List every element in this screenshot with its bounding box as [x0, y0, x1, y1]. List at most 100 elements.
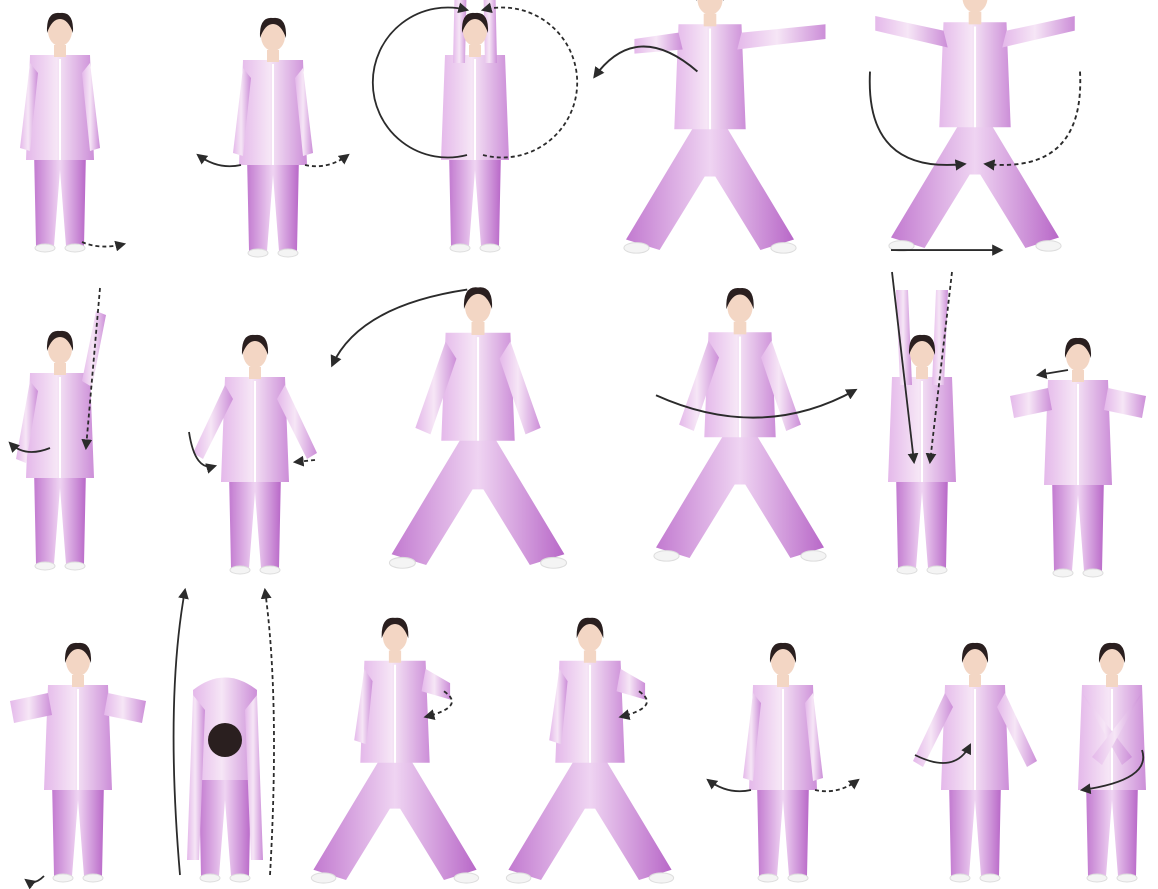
- arm-left-shape: [634, 33, 682, 54]
- neck-shape: [267, 50, 279, 62]
- neck-shape: [472, 322, 485, 335]
- pants-wide-shape: [626, 124, 794, 250]
- face-shape: [697, 0, 722, 15]
- pants-shape: [1052, 475, 1104, 571]
- shoe-right-shape: [788, 874, 808, 882]
- neck-shape: [969, 675, 981, 687]
- motion-arrow-r2-6-1: [1038, 370, 1068, 375]
- head-down-shape: [208, 723, 242, 757]
- pose-figure-r3-3: [311, 618, 478, 883]
- pants-shape: [34, 468, 86, 564]
- shoe-right-shape: [980, 874, 1000, 882]
- shoe-left-shape: [506, 873, 530, 883]
- pose-figure-r1-5: [870, 0, 1081, 251]
- shoe-left-shape: [654, 551, 679, 562]
- pants-shape: [247, 155, 299, 251]
- shoe-left-shape: [230, 566, 250, 574]
- pants-shape: [52, 780, 104, 876]
- shoe-left-shape: [1087, 874, 1107, 882]
- pants-shape: [949, 780, 1001, 876]
- neck-shape: [1106, 675, 1118, 687]
- motion-arrow-r3-5-1: [708, 780, 751, 791]
- arm-right-shape: [1104, 388, 1146, 418]
- arm-right-shape: [1002, 16, 1074, 47]
- pants-shape: [34, 150, 86, 246]
- shoe-right-shape: [65, 244, 85, 252]
- pants-wide-shape: [656, 432, 824, 558]
- neck-shape: [734, 322, 747, 335]
- shoe-left-shape: [35, 562, 55, 570]
- pose-figure-r1-3: [373, 0, 577, 252]
- shoe-left-shape: [200, 874, 220, 882]
- pants-wide-shape: [392, 435, 565, 565]
- pose-figure-r2-5: [888, 272, 956, 574]
- pose-figure-r3-7: [1078, 643, 1146, 882]
- motion-arrow-r3-2-1: [174, 590, 185, 875]
- arm-left-shape: [875, 16, 947, 47]
- shoe-right-shape: [230, 874, 250, 882]
- pose-figure-r2-2: [189, 335, 317, 574]
- arm-right-shape: [737, 24, 825, 49]
- shoe-right-shape: [649, 873, 673, 883]
- pants-shape: [757, 780, 809, 876]
- pants-shape: [229, 472, 281, 568]
- pants-shape: [449, 150, 501, 246]
- pose-figure-r3-1: [10, 643, 146, 882]
- motion-arrow-r3-2-2: [265, 590, 274, 875]
- neck-shape: [704, 14, 717, 27]
- motion-arrow-r3-5-2: [815, 780, 858, 791]
- pants-shape: [1086, 780, 1138, 876]
- neck-shape: [54, 45, 66, 57]
- motion-arrow-r3-1-1: [26, 876, 44, 882]
- shoe-left-shape: [758, 874, 778, 882]
- pants-wide-shape: [313, 758, 476, 880]
- shoe-left-shape: [1053, 569, 1073, 577]
- shoe-right-shape: [260, 566, 280, 574]
- pose-figure-r1-2: [198, 18, 348, 257]
- shoe-left-shape: [450, 244, 470, 252]
- neck-shape: [1072, 370, 1084, 382]
- motion-arrow-r1-1-1: [82, 242, 124, 247]
- pants-wide-shape: [891, 122, 1059, 248]
- pose-grid: [10, 0, 1146, 883]
- shoe-right-shape: [541, 557, 567, 568]
- pose-figure-r3-2: [174, 590, 274, 882]
- arm-right-shape: [104, 693, 146, 723]
- pants-wide-shape: [508, 758, 671, 880]
- shoe-right-shape: [278, 249, 298, 257]
- neck-shape: [389, 651, 401, 663]
- neck-shape: [969, 12, 982, 25]
- neck-shape: [72, 675, 84, 687]
- shoe-right-shape: [927, 566, 947, 574]
- neck-shape: [54, 363, 66, 375]
- neck-shape: [249, 367, 261, 379]
- motion-arrow-r1-2-2: [305, 155, 348, 166]
- shoe-right-shape: [1083, 569, 1103, 577]
- shoe-right-shape: [1036, 241, 1061, 252]
- pose-figure-r2-6: [1010, 338, 1146, 577]
- shoe-left-shape: [248, 249, 268, 257]
- pants-shape: [199, 780, 251, 876]
- shoe-right-shape: [1117, 874, 1137, 882]
- shoe-left-shape: [53, 874, 73, 882]
- shoe-right-shape: [454, 873, 478, 883]
- shoe-left-shape: [950, 874, 970, 882]
- motion-arrow-r1-2-1: [198, 155, 241, 166]
- shoe-right-shape: [83, 874, 103, 882]
- shoe-left-shape: [311, 873, 335, 883]
- arm-left-shape: [10, 693, 52, 723]
- pose-figure-r3-6: [913, 643, 1037, 882]
- pants-shape: [896, 472, 948, 568]
- neck-shape: [777, 675, 789, 687]
- shoe-right-shape: [480, 244, 500, 252]
- neck-shape: [916, 367, 928, 379]
- pose-figure-r2-1: [10, 288, 106, 570]
- arm-right-shape: [82, 311, 106, 387]
- shoe-right-shape: [801, 551, 826, 562]
- shoe-left-shape: [897, 566, 917, 574]
- arm-left-shape: [1010, 388, 1052, 418]
- shoe-left-shape: [624, 243, 649, 254]
- pose-figure-r2-3: [332, 287, 566, 568]
- pose-figure-r3-5: [708, 643, 858, 882]
